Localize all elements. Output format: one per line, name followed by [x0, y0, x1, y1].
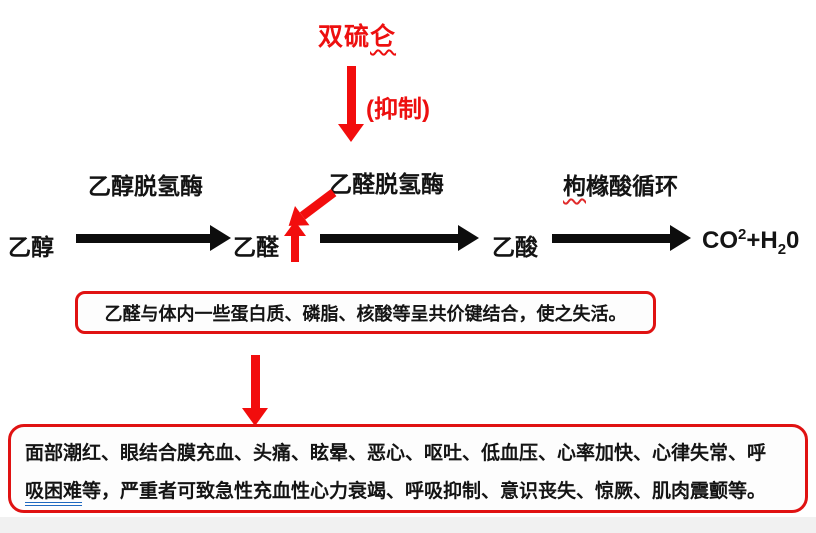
citric-label-rest: 橼酸循环 — [586, 173, 678, 199]
drug-title-main: 双硫 — [318, 23, 371, 51]
reaction-arrow-1-icon — [76, 224, 231, 252]
alcohol-dehydrogenase-label: 乙醇脱氢酶 — [88, 173, 203, 199]
acetaldehyde-label: 乙醛 — [233, 234, 279, 260]
end-product-label: CO2+H20 — [702, 226, 799, 258]
arrow-head — [458, 225, 479, 251]
arrow-shaft — [250, 355, 260, 408]
end-product-plus-h: +H — [746, 227, 778, 254]
arrow-shaft — [320, 233, 458, 243]
acetic-acid-label: 乙酸 — [492, 234, 538, 260]
arrow-head — [242, 408, 268, 426]
acetaldehyde-dehydrogenase-label: 乙醛脱氢酶 — [329, 171, 444, 197]
mechanism-text: 乙醛与体内一些蛋白质、磷脂、核酸等呈共价键结合，使之失活。 — [104, 303, 627, 324]
end-product-co: CO — [702, 227, 738, 254]
arrow-shaft — [552, 233, 670, 243]
arrow-head — [338, 124, 364, 142]
arrow-shaft — [346, 66, 356, 124]
consequence-down-arrow-icon — [242, 355, 268, 426]
arrow-shaft — [76, 233, 210, 243]
symptoms-box: 面部潮红、眼结合膜充血、头痛、眩晕、恶心、呕吐、低血压、心率加快、心律失常、呼 … — [8, 424, 808, 513]
inhibit-down-arrow-icon — [338, 66, 364, 142]
symptoms-line-2-rest: 等，严重者可致急性充血性心力衰竭、呼吸抑制、意识丧失、惊厥、肌肉震颤等。 — [82, 481, 767, 502]
end-product-sup: 2 — [738, 226, 747, 243]
citric-acid-cycle-label: 枸橼酸循环 — [563, 167, 678, 201]
arrow-head — [284, 221, 306, 236]
symptoms-line-2: 吸困难等，严重者可致急性充血性心力衰竭、呼吸抑制、意识丧失、惊厥、肌肉震颤等。 — [25, 473, 793, 511]
reaction-arrow-3-icon — [552, 224, 691, 252]
symptoms-line-1: 面部潮红、眼结合膜充血、头痛、眩晕、恶心、呕吐、低血压、心率加快、心律失常、呼 — [25, 443, 767, 464]
ethanol-label: 乙醇 — [8, 234, 54, 260]
inhibit-label: (抑制) — [366, 96, 430, 123]
symptoms-grammar-underline: 吸困难 — [25, 481, 83, 502]
arrow-head — [210, 225, 231, 251]
end-product-zero: 0 — [786, 227, 800, 254]
bottom-edge-strip — [0, 517, 816, 533]
mechanism-box: 乙醛与体内一些蛋白质、磷脂、核酸等呈共价键结合，使之失活。 — [75, 291, 656, 334]
drug-title-spellcheck-squiggle: 仑 — [370, 23, 397, 51]
arrow-head — [670, 225, 691, 251]
arrow-shaft — [291, 236, 299, 262]
end-product-sub: 2 — [777, 240, 787, 258]
arrow-shaft — [299, 188, 337, 220]
accumulation-up-arrow-icon — [284, 221, 306, 262]
reaction-arrow-2-icon — [320, 224, 479, 252]
drug-title: 双硫仑 — [318, 17, 396, 53]
citric-label-spellcheck-squiggle: 枸 — [563, 173, 586, 199]
